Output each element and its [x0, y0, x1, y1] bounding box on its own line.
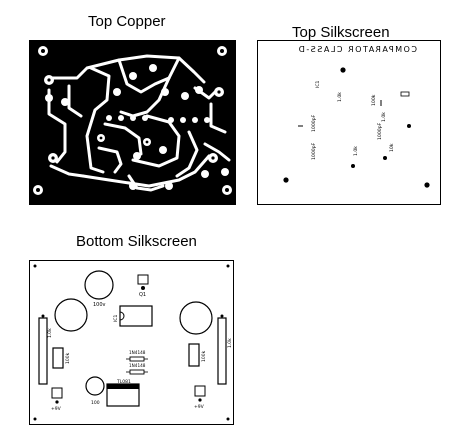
label-c2: 1000pF	[311, 142, 317, 160]
top-silkscreen-title: Top Silkscreen	[292, 24, 390, 41]
label-reg: TL081	[116, 379, 131, 385]
label-pot-left: 100k	[65, 352, 71, 364]
label-vin-right: +9V	[194, 404, 205, 410]
label-d2: 1N4148	[129, 363, 146, 368]
bottom-silkscreen-board: 100v Q1 IC1 1.0k 1.0k 100k 100k 1N4148 1…	[29, 260, 234, 425]
label-ic: IC1	[113, 315, 119, 322]
label-c4: 10k	[389, 143, 395, 152]
label-c-bottom: 100	[91, 400, 100, 406]
label-c-top: 100v	[93, 302, 106, 308]
label-r2: 1.0k	[381, 112, 387, 122]
top-silkscreen-board: COMPARATOR CLASS-D IC1 1.0k 100k 1.0k 10…	[257, 40, 441, 205]
label-c5: 1000pF	[377, 122, 383, 140]
bottom-silkscreen-title: Bottom Silkscreen	[76, 233, 197, 250]
label-r1: 1.0k	[337, 92, 343, 102]
top-copper-board	[29, 40, 236, 205]
label-pot-right: 100k	[201, 350, 207, 362]
label-r-left: 1.0k	[47, 328, 53, 338]
label-d1: 1N4148	[129, 350, 146, 355]
label-c3: 100k	[371, 94, 377, 106]
label-ic1: IC1	[315, 80, 321, 88]
label-vin-left: +9V	[51, 406, 62, 412]
label-q1: Q1	[139, 292, 146, 298]
label-r-right: 1.0k	[227, 338, 233, 348]
label-c1: 1000pF	[311, 114, 317, 132]
top-copper-title: Top Copper	[88, 13, 166, 30]
board-text: COMPARATOR CLASS-D	[297, 45, 417, 54]
label-r3: 1.0k	[353, 146, 359, 156]
